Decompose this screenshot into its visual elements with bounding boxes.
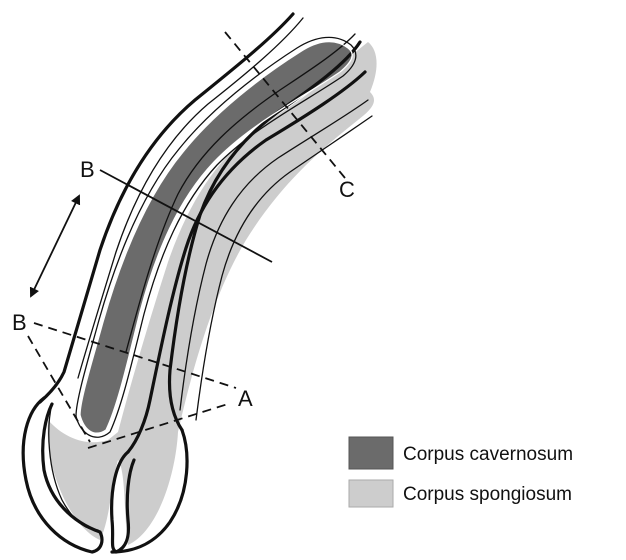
legend: Corpus cavernosum Corpus spongiosum	[349, 437, 573, 507]
label-b-upper: B	[80, 157, 95, 182]
label-b-lower: B	[12, 310, 27, 335]
double-headed-arrow-icon	[31, 196, 79, 296]
corpus-spongiosum-region	[48, 42, 377, 545]
legend-swatch-spongiosum	[349, 480, 393, 507]
legend-label-cavernosum: Corpus cavernosum	[403, 444, 573, 465]
label-c: C	[339, 177, 355, 202]
legend-swatch-cavernosum	[349, 437, 393, 469]
legend-label-spongiosum: Corpus spongiosum	[403, 484, 572, 505]
label-a: A	[238, 386, 253, 411]
